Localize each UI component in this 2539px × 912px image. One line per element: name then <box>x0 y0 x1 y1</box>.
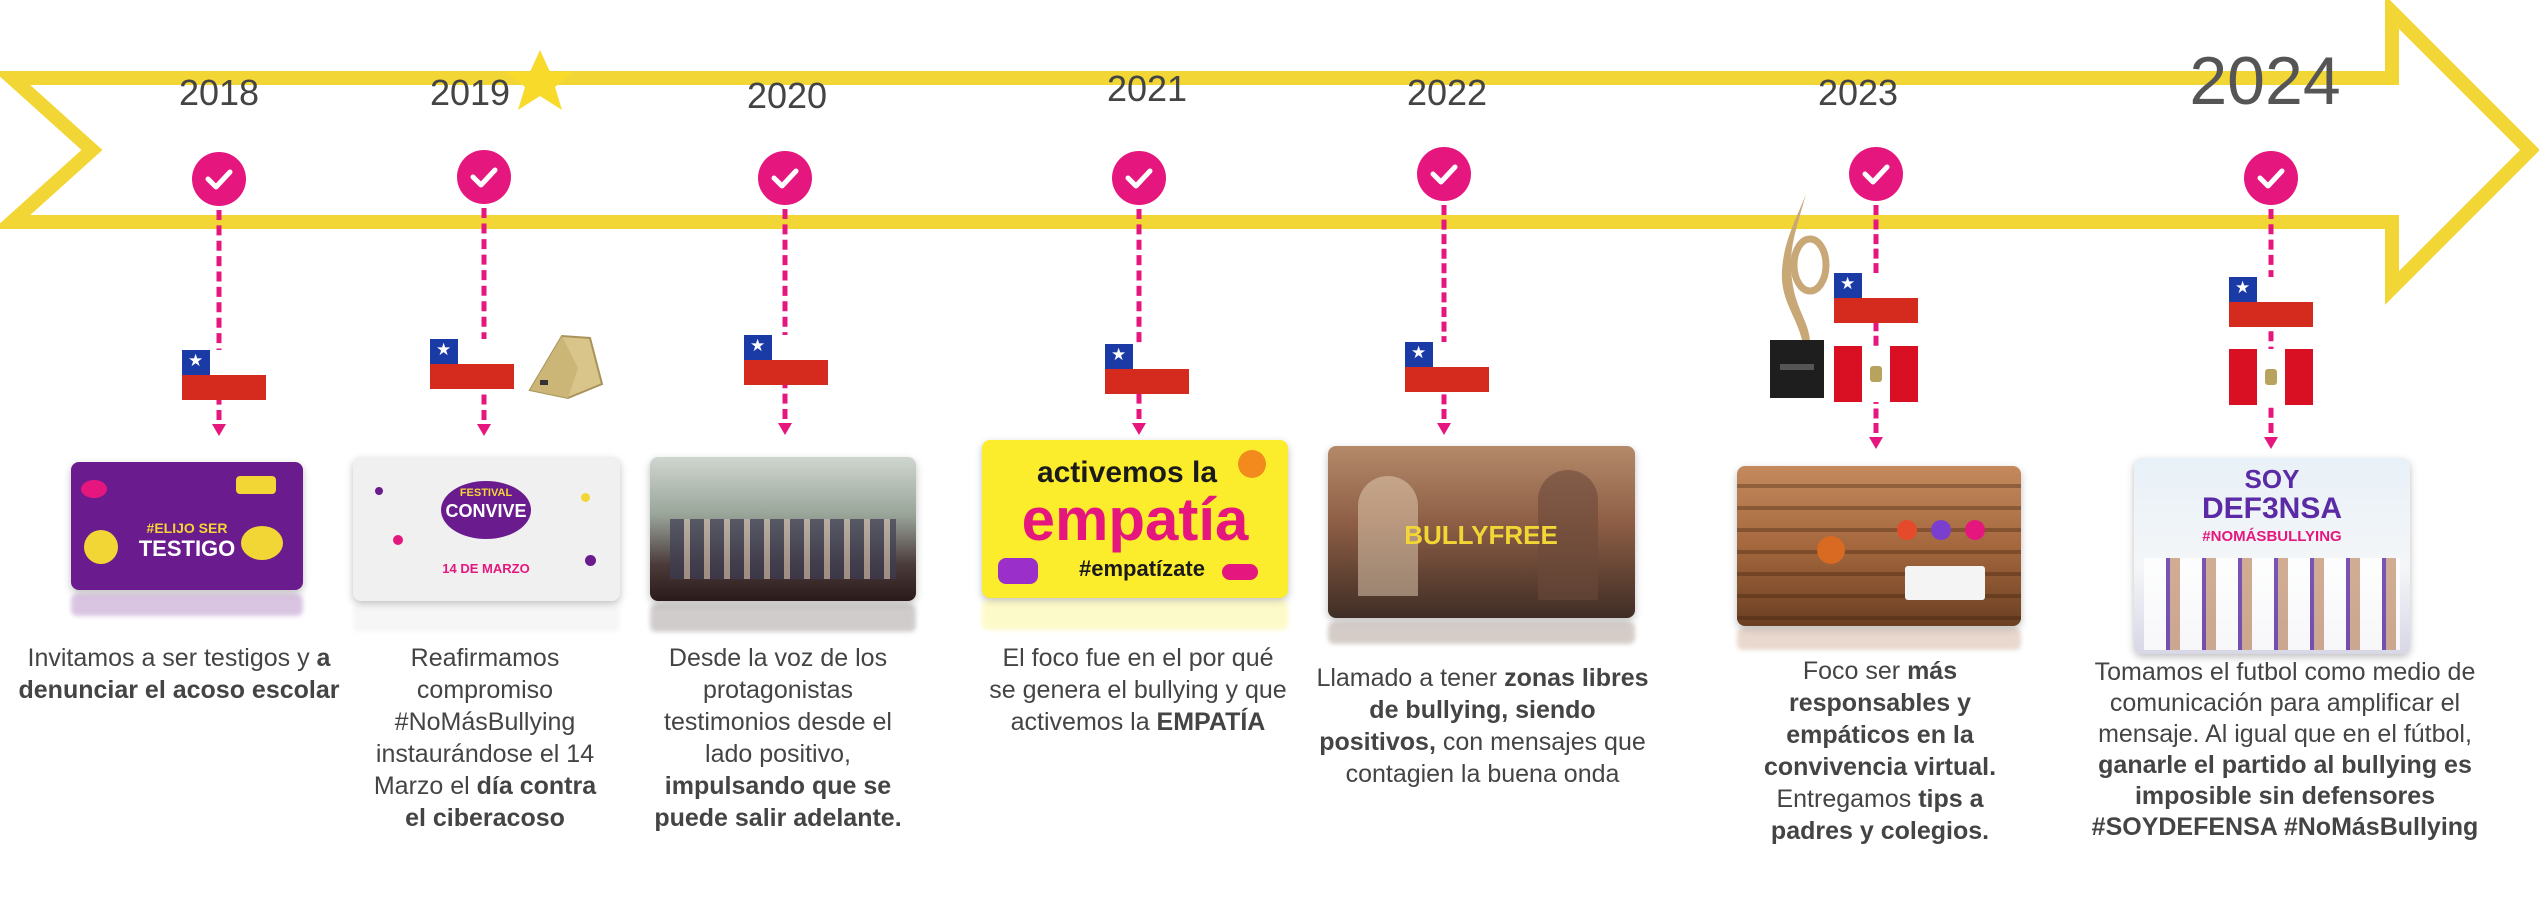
card-hashtag: #NOMÁSBULLYING <box>2202 528 2342 545</box>
connector-arrowhead <box>1869 437 1883 449</box>
chile-flag-icon <box>1105 344 1189 394</box>
year-label-2021: 2021 <box>1106 68 1188 109</box>
card-title: SOY <box>2244 464 2300 494</box>
card-date: 14 DE MARZO <box>442 561 530 576</box>
campaign-card-2023 <box>1737 466 2021 626</box>
chile-flag-icon <box>182 350 266 400</box>
card-subtitle: DEF3NSA <box>2201 492 2343 525</box>
card-title: BULLYFREE <box>1404 520 1558 550</box>
connector-arrowhead <box>1132 423 1146 435</box>
trophy-icon <box>528 334 604 400</box>
year-label-2018: 2018 <box>178 72 260 113</box>
connector-arrowhead <box>212 424 226 436</box>
chile-flag-icon <box>1405 342 1489 392</box>
connector-line <box>216 210 222 420</box>
check-icon <box>758 151 812 205</box>
chile-flag-icon <box>430 339 514 389</box>
year-label-2020: 2020 <box>746 75 828 116</box>
year-label-2023: 2023 <box>1817 72 1899 113</box>
card-subtitle: CONVIVE <box>445 501 527 521</box>
connector-line <box>1441 205 1447 419</box>
peru-flag-icon <box>2229 349 2313 405</box>
milestone-description-2024: Tomamos el futbol como medio de comunica… <box>2091 658 2479 841</box>
peru-flag-icon <box>1834 346 1918 402</box>
milestone-description-2023: Foco ser más responsables y empáticos en… <box>1763 657 1997 845</box>
card-title: #ELIJO SER <box>146 520 228 536</box>
check-icon <box>1417 147 1471 201</box>
card-subtitle: TESTIGO <box>138 536 236 561</box>
card-title: activemos la <box>1036 456 1218 489</box>
year-label-2022: 2022 <box>1406 72 1488 113</box>
card-subtitle: empatía <box>1021 486 1249 553</box>
check-icon <box>1849 147 1903 201</box>
check-icon <box>1112 151 1166 205</box>
connector-line <box>481 208 487 420</box>
milestone-description-2021: El foco fue en el por qué se genera el b… <box>989 644 1287 736</box>
campaign-card-2021: activemos la empatía #empatízate <box>982 440 1288 598</box>
card-title: FESTIVAL <box>459 487 513 499</box>
milestone-description-2022: Llamado a tener zonas libres de bullying… <box>1316 664 1649 788</box>
campaign-card-2022: BULLYFREE <box>1328 446 1635 618</box>
milestone-description-2020: Desde la voz de los protagonistas testim… <box>654 644 902 832</box>
milestone-description-2019: Reafirmamos compromiso #NoMásBullying in… <box>373 644 597 832</box>
connector-arrowhead <box>778 423 792 435</box>
year-label-2024: 2024 <box>2189 43 2341 119</box>
campaign-card-2019: FESTIVAL CONVIVE 14 DE MARZO <box>353 457 620 601</box>
connector-line <box>1136 209 1142 419</box>
connector-arrowhead <box>477 424 491 436</box>
award-icon <box>1770 194 1830 398</box>
card-hashtag: #empatízate <box>1079 556 1205 581</box>
chile-flag-icon <box>2229 277 2313 327</box>
chile-flag-icon <box>1834 273 1918 323</box>
campaign-card-2018: #ELIJO SER TESTIGO <box>71 462 303 590</box>
connector-arrowhead <box>2264 437 2278 449</box>
connector-arrowhead <box>1437 423 1451 435</box>
check-icon <box>192 152 246 206</box>
chile-flag-icon <box>744 335 828 385</box>
connector-line <box>782 209 788 419</box>
star-icon <box>506 50 574 110</box>
check-icon <box>2244 151 2298 205</box>
check-icon <box>457 150 511 204</box>
campaign-card-2024: SOY DEF3NSA #NOMÁSBULLYING <box>2134 458 2410 654</box>
year-label-2019: 2019 <box>429 72 511 113</box>
campaign-card-2020 <box>650 457 916 601</box>
milestone-description-2018: Invitamos a ser testigos y a denunciar e… <box>18 644 340 704</box>
